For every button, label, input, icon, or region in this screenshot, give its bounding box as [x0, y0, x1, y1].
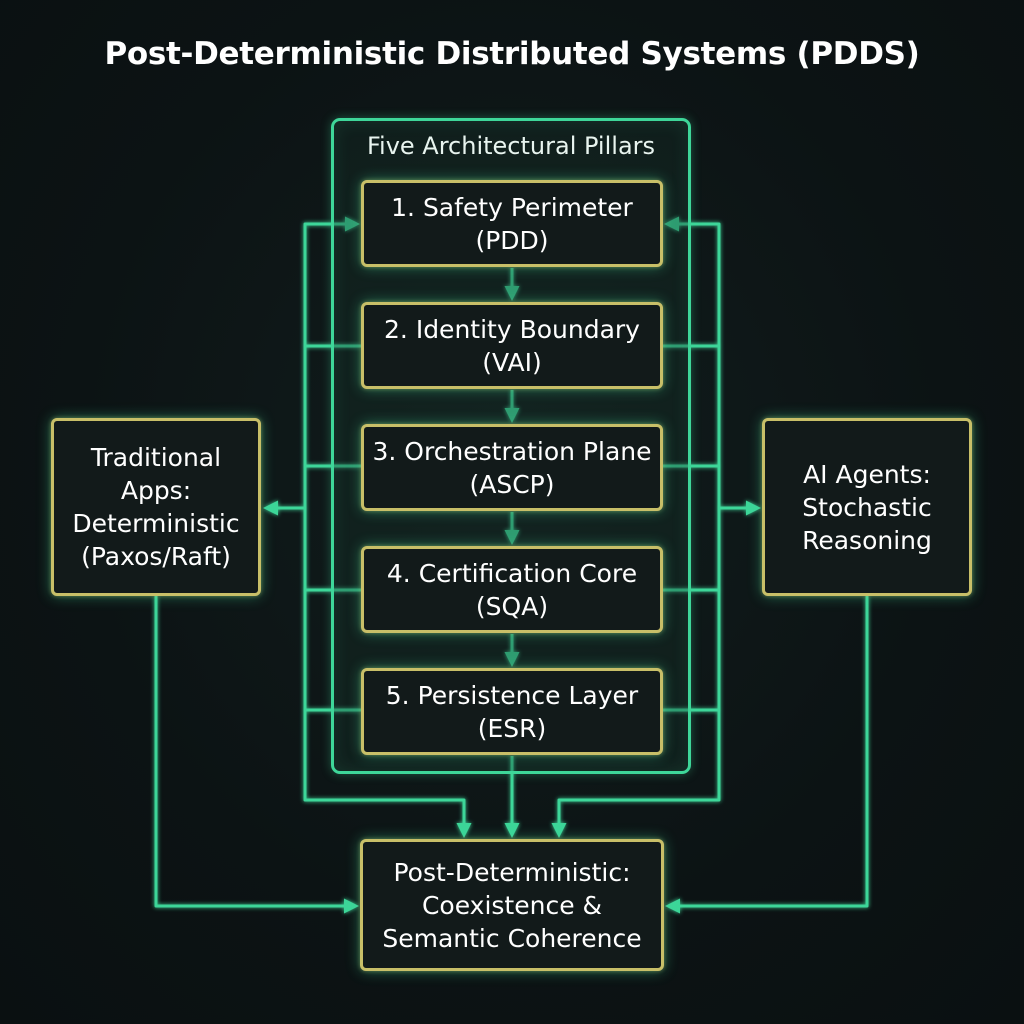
pillar-persistence-layer: 5. Persistence Layer (ESR) [361, 668, 663, 755]
diagram-title: Post-Deterministic Distributed Systems (… [104, 36, 920, 72]
left-node-to-bottom [154, 596, 359, 914]
traditional-apps-node: Traditional Apps: Deterministic (Paxos/R… [51, 418, 261, 596]
node-line: Post-Deterministic: [393, 857, 631, 887]
pillar-identity-boundary: 2. Identity Boundary (VAI) [361, 302, 663, 389]
right-node-to-bottom [665, 596, 869, 914]
node-line: Semantic Coherence [382, 923, 642, 953]
ai-agents-node: AI Agents: Stochastic Reasoning [762, 418, 972, 596]
left-bus-top [303, 216, 360, 508]
pillar-name: 1. Safety Perimeter [391, 192, 633, 222]
node-line: Stochastic [802, 492, 932, 522]
node-line: Apps: [120, 476, 192, 505]
right-bus-top [664, 216, 721, 508]
pillar-abbr: (ESR) [477, 713, 547, 743]
post-deterministic-node: Post-Deterministic: Coexistence & Semant… [360, 839, 664, 971]
pillar-orchestration-plane: 3. Orchestration Plane (ASCP) [361, 424, 663, 511]
left-bus-bottom [303, 508, 472, 838]
pillar-name: 4. Certification Core [386, 558, 638, 588]
node-line: Deterministic [72, 509, 240, 538]
node-line: AI Agents: [803, 459, 931, 489]
pillar-abbr: (PDD) [475, 225, 549, 255]
pillar-abbr: (SQA) [475, 591, 549, 621]
pillar-certification-core: 4. Certification Core (SQA) [361, 546, 663, 633]
pillars-group-label: Five Architectural Pillars [366, 132, 656, 160]
pillar-name: 5. Persistence Layer [385, 680, 639, 710]
pillar-safety-perimeter: 1. Safety Perimeter (PDD) [361, 180, 663, 267]
pillar-name: 3. Orchestration Plane [372, 436, 652, 466]
right-bus-bottom [551, 508, 721, 838]
node-line: Traditional [90, 443, 222, 472]
node-line: Reasoning [802, 525, 932, 555]
node-line: Coexistence & [421, 890, 603, 920]
pillar-abbr: (VAI) [482, 347, 542, 377]
pillar-name: 2. Identity Boundary [384, 314, 640, 344]
node-line: (Paxos/Raft) [81, 542, 231, 571]
pillar-abbr: (ASCP) [469, 469, 555, 499]
